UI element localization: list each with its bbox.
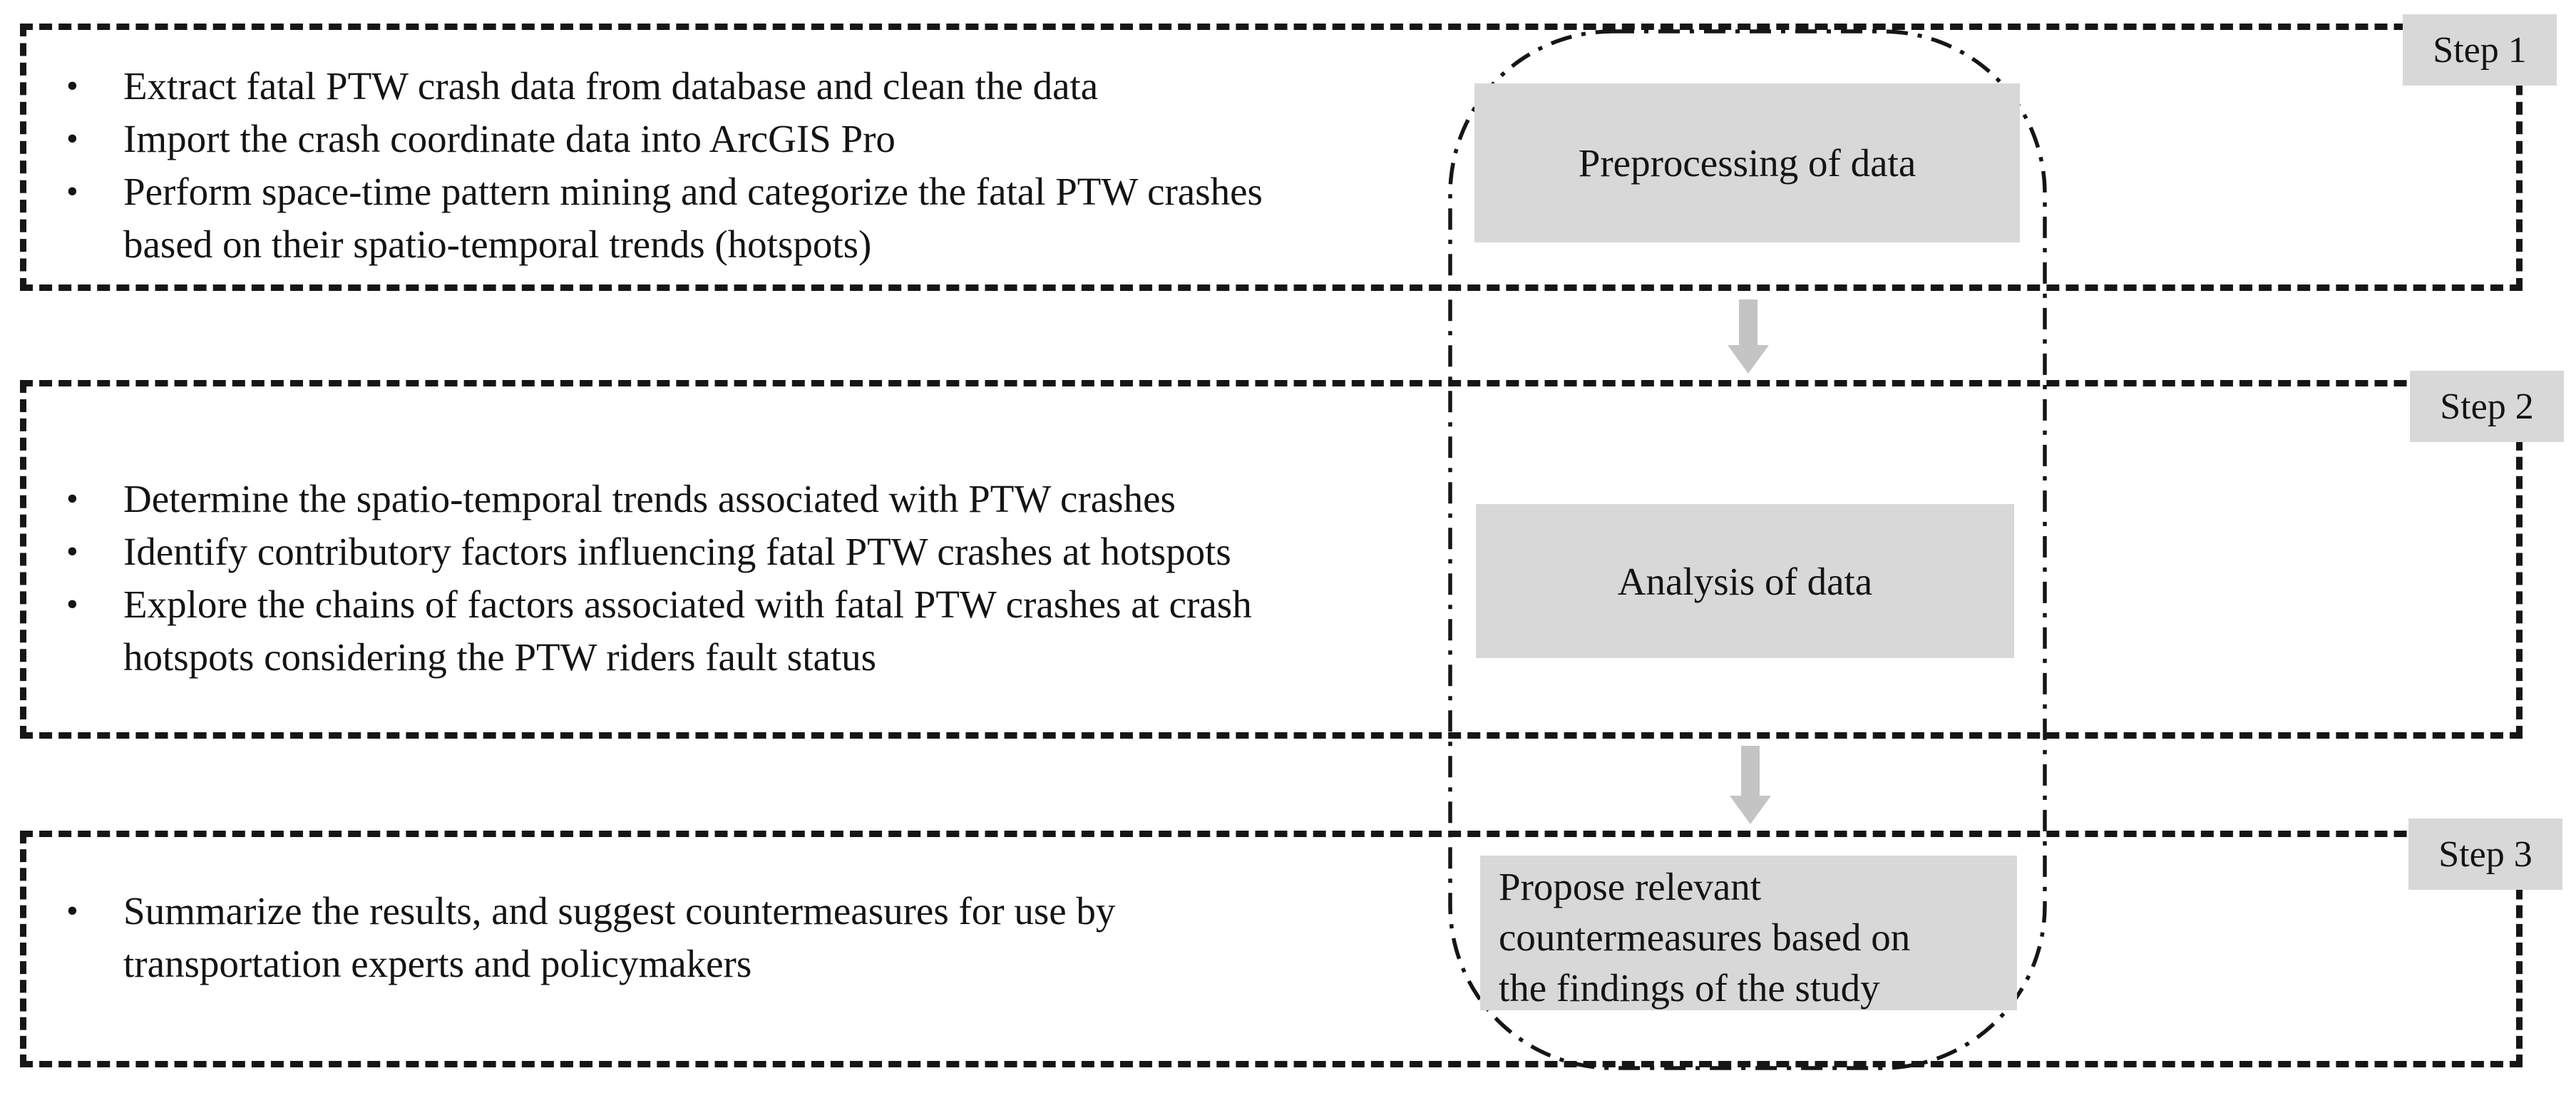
bullet-icon: • — [66, 892, 78, 930]
step1-badge: Step 1 — [2403, 14, 2557, 86]
bullet-text-continuation: based on their spatio-temporal trends (h… — [123, 222, 872, 266]
bullet-text: Identify contributory factors influencin… — [123, 530, 1231, 573]
down-arrow-step2-to-step3-icon — [1730, 746, 1771, 827]
step2-bullet-list: • Determine the spatio-temporal trends a… — [26, 473, 1488, 684]
arrow-head — [1728, 345, 1769, 374]
bullet-text-continuation: hotspots considering the PTW riders faul… — [123, 635, 877, 679]
bullet-icon: • — [66, 585, 78, 623]
bullet-text: Explore the chains of factors associated… — [123, 583, 1252, 626]
analysis-box-label: Analysis of data — [1617, 559, 1873, 603]
down-arrow-step1-to-step2-icon — [1728, 299, 1769, 375]
step1-bullet-list: • Extract fatal PTW crash data from data… — [26, 60, 1488, 271]
arrow-head — [1730, 796, 1771, 824]
bullet-icon: • — [66, 67, 78, 105]
bullet-text: Perform space-time pattern mining and ca… — [123, 170, 1263, 213]
bullet-icon: • — [66, 533, 78, 570]
bullet-text: Import the crash coordinate data into Ar… — [123, 117, 896, 160]
bullet-item: • Summarize the results, and suggest cou… — [26, 885, 1488, 990]
bullet-text: Summarize the results, and suggest count… — [123, 889, 1116, 933]
bullet-item: • Explore the chains of factors associat… — [26, 578, 1488, 684]
step3-bullet-list: • Summarize the results, and suggest cou… — [26, 885, 1488, 990]
preprocessing-box-label: Preprocessing of data — [1578, 141, 1916, 185]
step3-outline-box: • Summarize the results, and suggest cou… — [20, 831, 2523, 1067]
bullet-text-continuation: transportation experts and policymakers — [123, 942, 752, 985]
bullet-icon: • — [66, 120, 78, 158]
arrow-tail — [1739, 299, 1757, 347]
countermeasures-box: Propose relevant countermeasures based o… — [1480, 856, 2017, 1010]
countermeasures-box-line: the findings of the study — [1499, 966, 1880, 1010]
process-column-outline — [1448, 29, 2047, 1070]
bullet-text: Determine the spatio-temporal trends ass… — [123, 477, 1176, 520]
bullet-item: • Extract fatal PTW crash data from data… — [26, 60, 1488, 113]
step3-badge: Step 3 — [2408, 819, 2562, 890]
step2-outline-box: • Determine the spatio-temporal trends a… — [20, 380, 2523, 739]
arrow-tail — [1741, 746, 1760, 797]
step1-outline-box: • Extract fatal PTW crash data from data… — [20, 24, 2523, 291]
countermeasures-box-line: Propose relevant — [1499, 865, 1762, 908]
bullet-item: • Determine the spatio-temporal trends a… — [26, 473, 1488, 525]
step2-badge: Step 2 — [2410, 371, 2564, 442]
bullet-item: • Identify contributory factors influenc… — [26, 525, 1488, 578]
bullet-item: • Perform space-time pattern mining and … — [26, 165, 1488, 271]
preprocessing-box: Preprocessing of data — [1474, 83, 2020, 242]
analysis-box: Analysis of data — [1476, 504, 2014, 658]
bullet-item: • Import the crash coordinate data into … — [26, 113, 1488, 165]
bullet-text: Extract fatal PTW crash data from databa… — [123, 64, 1099, 108]
bullet-icon: • — [66, 173, 78, 210]
bullet-icon: • — [66, 480, 78, 518]
countermeasures-box-line: countermeasures based on — [1499, 915, 1911, 959]
